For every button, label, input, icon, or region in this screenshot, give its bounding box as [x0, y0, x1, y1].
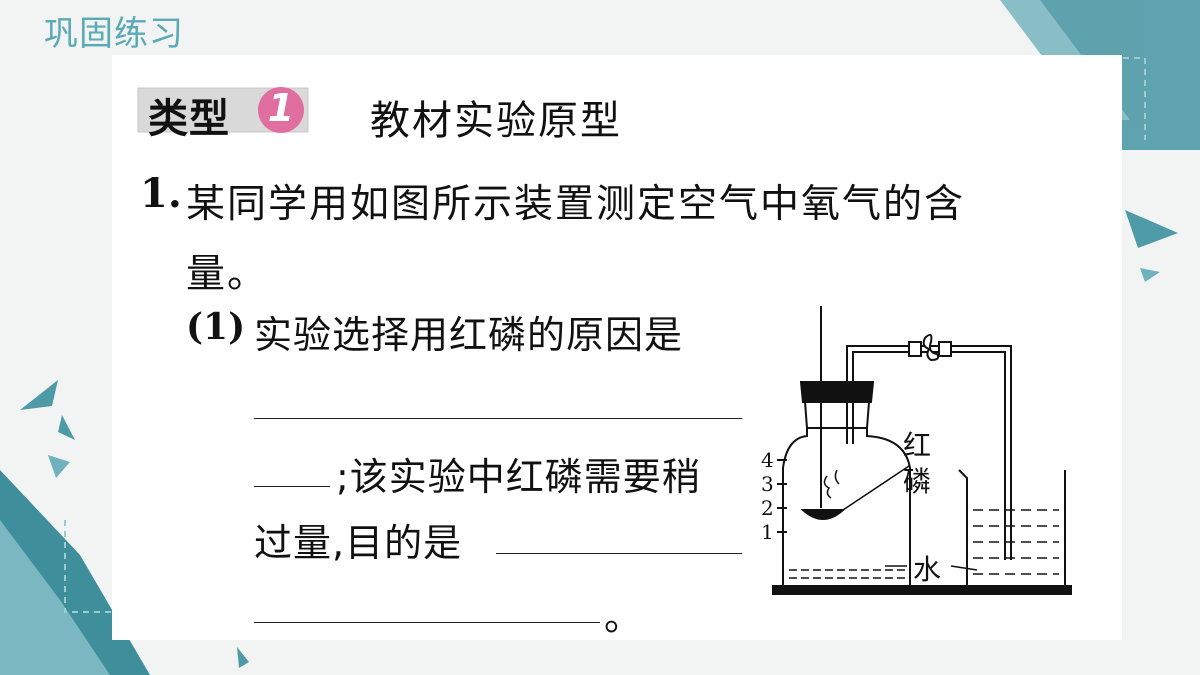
right-triangle	[1125, 210, 1178, 248]
question-line-2: 量。	[186, 252, 269, 297]
content-card	[112, 55, 1122, 640]
answer-blank-1[interactable]	[254, 418, 742, 419]
end-mark: 。	[604, 595, 644, 639]
rubber-stopper	[799, 381, 875, 403]
type-number: 1	[267, 86, 295, 130]
scale-mark-1: 1	[761, 520, 774, 544]
scale-mark-3: 3	[761, 472, 774, 496]
gas-jar	[782, 427, 911, 587]
section-header: 巩固练习	[44, 14, 184, 54]
question-text: 某同学用如图所示装置测定空气中氧气的含 量。	[186, 170, 1086, 310]
answer-blank-4[interactable]	[254, 622, 600, 623]
beaker	[958, 469, 1066, 587]
sub-question-line-3: 过量,目的是	[254, 521, 463, 565]
label-phosphorus-2: 磷	[903, 465, 932, 498]
sub-question-line-1: 实验选择用红磷的原因是	[254, 313, 684, 357]
question-number: 1.	[140, 170, 182, 217]
type-label: 类型	[148, 96, 230, 142]
sub-question-number: (1)	[186, 306, 246, 348]
combustion-spoon	[800, 509, 846, 520]
type-badge	[137, 87, 309, 133]
scale-mark-2: 2	[761, 496, 774, 520]
left-triangle	[20, 380, 58, 410]
question-line-1: 某同学用如图所示装置测定空气中氧气的含	[186, 182, 966, 227]
answer-blank-2[interactable]	[254, 486, 330, 487]
scale-mark-4: 4	[761, 448, 774, 472]
experiment-diagram: 4 3 2 1 红 磷 水	[755, 298, 1075, 612]
sub-question-line-2: ;该实验中红磷需要稍	[336, 455, 701, 499]
type-title: 教材实验原型	[370, 98, 622, 144]
answer-blank-3[interactable]	[496, 553, 742, 554]
base-plate	[772, 585, 1072, 595]
apparatus-drawing	[772, 306, 1072, 595]
type-badge-circle	[258, 87, 304, 133]
label-water: 水	[913, 553, 942, 586]
label-phosphorus-1: 红	[903, 429, 932, 462]
